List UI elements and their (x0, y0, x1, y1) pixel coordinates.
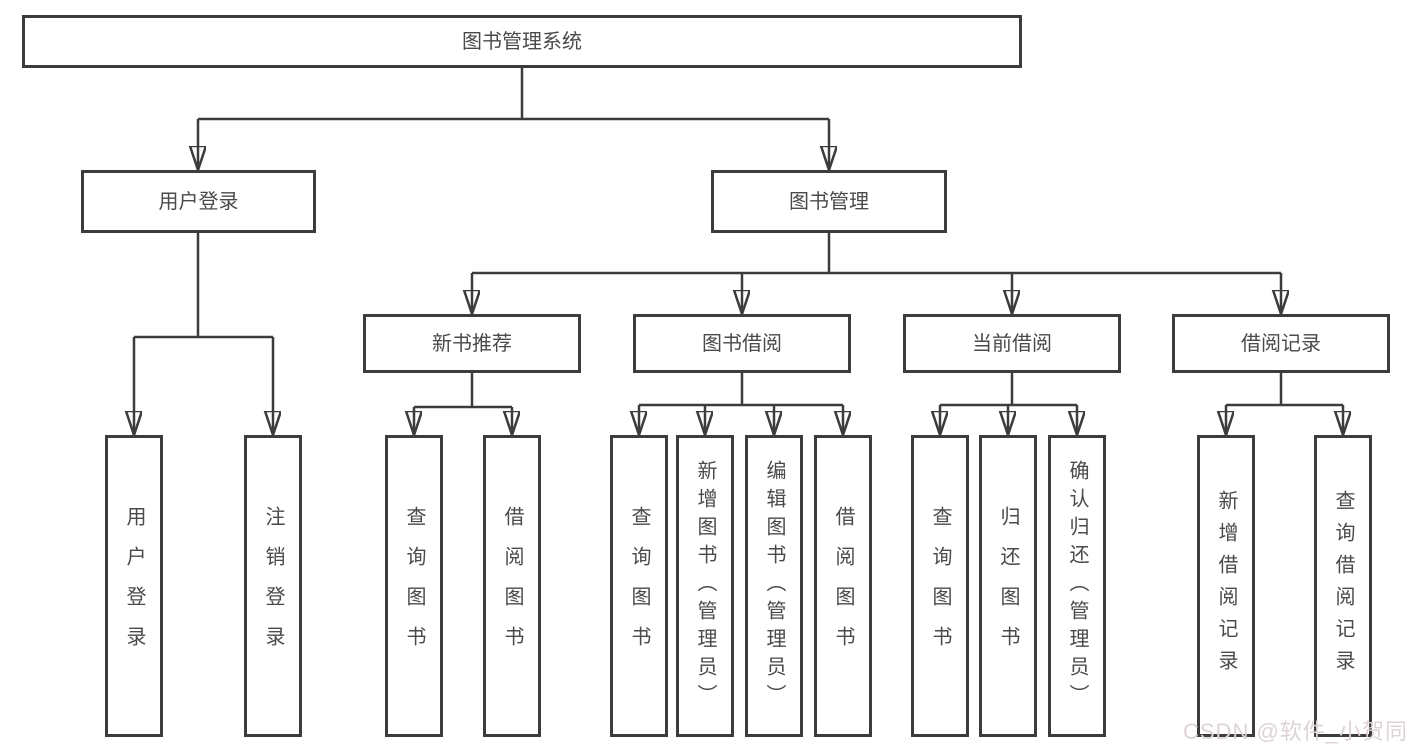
node-book-borrow: 图书借阅 (633, 314, 851, 373)
connector-root-junction (198, 68, 829, 121)
leaf-user-login: 用户登录 (105, 435, 163, 737)
connector-borrow-record-junction (1226, 373, 1343, 407)
leaf-borrow-books-b: 借阅图书 (483, 435, 541, 737)
leaf-confirm-return-admin: 确认归还（管理员） (1048, 435, 1106, 737)
node-borrow-record: 借阅记录 (1172, 314, 1390, 373)
leaf-return-books: 归还图书 (979, 435, 1037, 737)
node-root-system: 图书管理系统 (22, 15, 1022, 68)
leaf-add-borrow-record: 新增借阅记录 (1197, 435, 1255, 737)
leaf-logout: 注销登录 (244, 435, 302, 737)
node-book-management: 图书管理 (711, 170, 947, 233)
connector-book-management-junction (472, 233, 1281, 275)
leaf-edit-books-admin: 编辑图书（管理员） (745, 435, 803, 737)
node-new-book-rec: 新书推荐 (363, 314, 581, 373)
connector-user-login-junction (134, 233, 273, 339)
leaf-add-books-admin: 新增图书（管理员） (676, 435, 734, 737)
leaf-query-books-d: 查询图书 (911, 435, 969, 737)
leaf-query-books-b: 查询图书 (385, 435, 443, 737)
connector-new-book-rec-junction (414, 373, 512, 409)
connector-book-borrow-junction (639, 373, 843, 407)
leaf-borrow-books-c: 借阅图书 (814, 435, 872, 737)
leaf-query-books-c: 查询图书 (610, 435, 668, 737)
leaf-query-borrow-record: 查询借阅记录 (1314, 435, 1372, 737)
node-current-borrow: 当前借阅 (903, 314, 1121, 373)
connector-current-borrow-junction (940, 373, 1077, 407)
watermark-text: CSDN @软件_小贺同学 (1183, 719, 1405, 744)
node-user-login: 用户登录 (81, 170, 316, 233)
